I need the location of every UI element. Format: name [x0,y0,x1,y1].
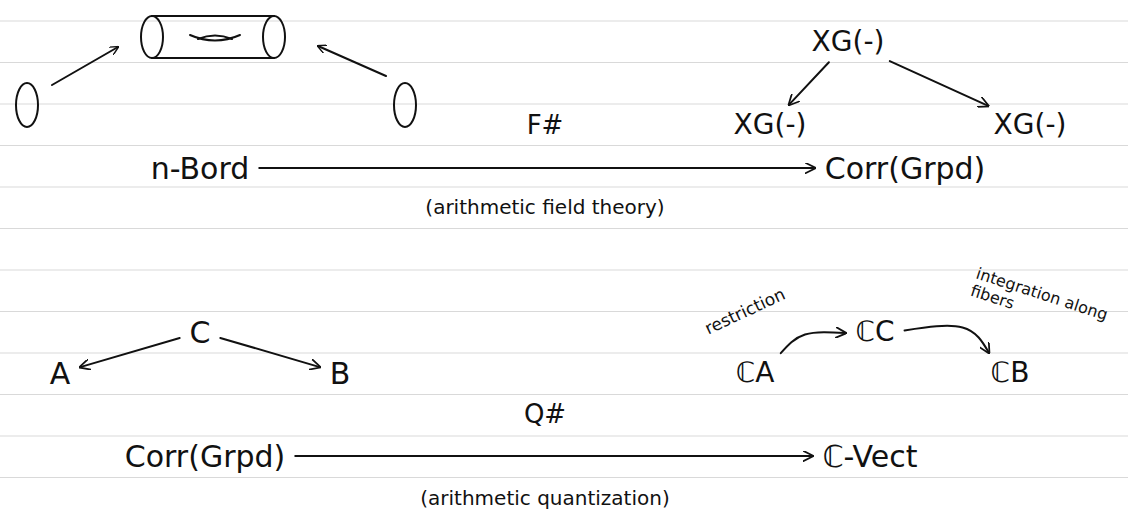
ruled-line [0,103,1128,104]
circle-boundary [16,83,38,127]
object-label: n-Bord [151,152,250,185]
ruled-line [0,145,1128,146]
circle-boundary [394,83,416,127]
math-object: C [184,314,217,351]
cylinder-end [263,16,285,58]
ruled-line [0,228,1128,229]
math-object: A [44,355,77,392]
object-label: XG(-) [734,110,807,141]
ruled-line [0,311,1128,312]
parenthetical-note: (arithmetic field theory) [425,196,664,219]
morphism-arrow [220,338,320,367]
morphism-arrow [781,332,846,353]
math-object: Corr(Grpd) [819,150,992,187]
morphism-arrow [259,167,814,169]
genus-hole [198,36,232,40]
object-label: A [50,357,71,390]
object-label: ℂ-Vect [823,440,918,473]
ruled-line [0,435,1128,436]
morphism-arrow [295,455,812,457]
object-label: XG(-) [812,27,885,58]
ruled-line [0,394,1128,395]
inclusion-arrow [52,47,118,85]
object-label: Corr(Grpd) [125,440,286,473]
math-object: ℂB [985,356,1036,391]
ruled-line [0,352,1128,353]
morphism-arrow [789,62,829,104]
cylinder-side [152,15,274,17]
math-object: n-Bord [145,150,256,187]
math-object: ℂ-Vect [817,438,924,475]
arrow-label: integration along fibers [968,264,1122,345]
genus-hole [190,35,240,41]
object-label: Corr(Grpd) [825,152,986,185]
math-object: B [324,355,357,392]
arrow-label: Q# [524,400,566,430]
arrow-label: F# [527,111,564,141]
object-label: XG(-) [994,110,1067,141]
cylinder-end [141,16,163,58]
math-object: XG(-) [988,108,1073,143]
math-object: XG(-) [806,25,891,60]
object-label: B [330,357,351,390]
ruled-line [0,186,1128,187]
morphism-arrow [80,338,180,367]
math-object: XG(-) [728,108,813,143]
ruled-line [0,269,1128,270]
ruled-line [0,477,1128,478]
ruled-line [0,62,1128,63]
inclusion-arrow [318,46,386,76]
math-object: ℂC [849,315,900,350]
math-object: Corr(Grpd) [119,438,292,475]
morphism-arrow [905,326,989,353]
cylinder-side [152,57,274,59]
parenthetical-note: (arithmetic quantization) [420,487,669,510]
object-label: C [190,316,211,349]
object-label: ℂC [855,317,894,348]
math-object: ℂA [730,356,781,391]
morphism-arrow [890,61,988,106]
object-label: ℂA [736,358,775,389]
ruled-line [0,20,1128,21]
object-label: ℂB [991,358,1030,389]
